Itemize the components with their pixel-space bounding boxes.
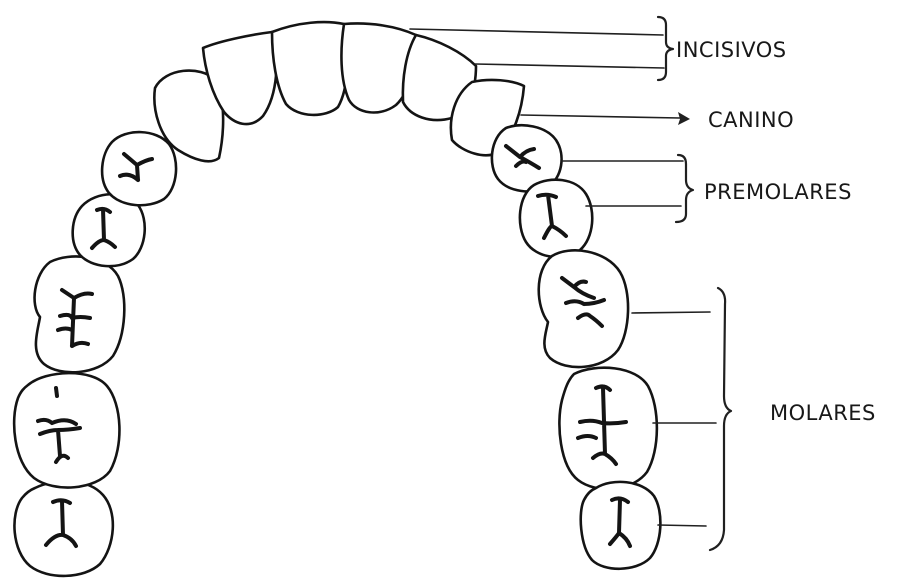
incisivos-leader-lower	[474, 63, 665, 69]
molares-leader-first	[631, 311, 711, 314]
right-third-molar-fissure	[608, 496, 632, 548]
left-third-molar-fissure	[44, 498, 78, 548]
right-first-premolar-fissure	[504, 144, 541, 170]
molares-leader-third	[657, 524, 707, 527]
right-second-molar-fissure	[576, 384, 628, 466]
incisivos-bracket	[656, 15, 675, 82]
right-first-molar-outline	[537, 249, 630, 369]
right-central-incisor	[340, 22, 418, 114]
left-first-premolar-fissure	[118, 152, 154, 182]
right-second-molar	[558, 366, 659, 491]
left-second-molar	[12, 371, 121, 489]
right-first-molar-fissure	[560, 276, 606, 328]
label-incisivos: INCISIVOS	[676, 38, 787, 62]
right-first-molar	[537, 249, 630, 369]
left-second-premolar-fissure	[90, 206, 117, 250]
incisivos-leader-upper	[409, 28, 664, 36]
left-first-molar	[33, 255, 126, 374]
left-central-incisor	[270, 20, 349, 117]
canino-leader	[520, 114, 681, 119]
right-third-molar	[579, 480, 662, 571]
left-lateral-incisor	[201, 30, 278, 126]
left-first-molar-fissure	[56, 288, 94, 348]
label-canino: CANINO	[708, 108, 794, 132]
left-third-molar	[13, 479, 115, 578]
label-premolares: PREMOLARES	[704, 180, 852, 204]
left-second-molar-fissure	[36, 386, 82, 464]
left-canine	[153, 69, 225, 163]
right-second-premolar-fissure	[536, 192, 568, 240]
molares-bracket	[708, 286, 733, 552]
canino-arrowhead	[678, 112, 690, 125]
premolares-bracket	[674, 153, 695, 224]
right-second-premolar-outline	[518, 178, 594, 259]
left-first-premolar	[100, 130, 178, 207]
right-second-premolar	[518, 178, 594, 259]
label-molares: MOLARES	[770, 401, 876, 425]
left-second-premolar	[71, 193, 146, 268]
right-second-molar-outline	[558, 366, 659, 491]
left-first-molar-outline	[33, 255, 126, 374]
